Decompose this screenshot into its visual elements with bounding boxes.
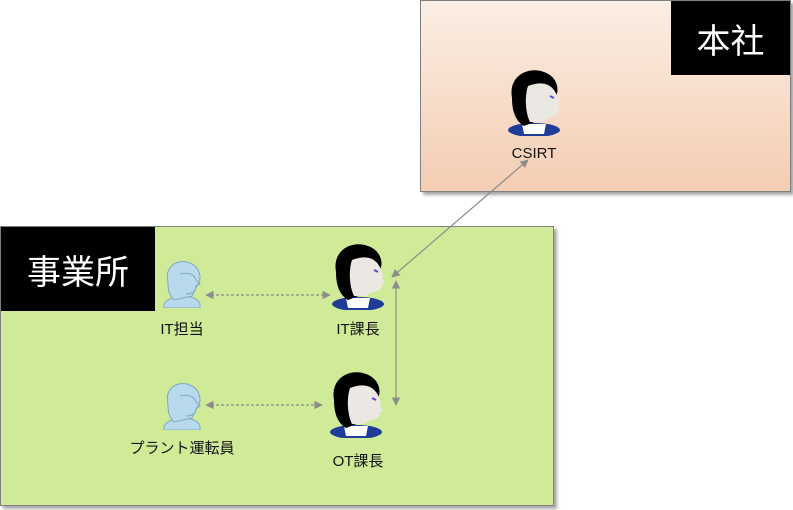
hq-zone-title: 本社: [671, 1, 790, 75]
it-manager-person: [328, 242, 388, 310]
ot-manager-person: [326, 370, 386, 438]
it-staff-label: IT担当: [160, 321, 204, 338]
csirt-person: [504, 68, 564, 136]
it-staff-person: [160, 260, 204, 308]
person-staff-icon: [163, 383, 201, 430]
plant-operator-label: プラント運転員: [129, 440, 235, 457]
person-manager-icon: [508, 70, 562, 136]
person-staff-icon: [163, 261, 201, 308]
plant-operator-person: [160, 382, 204, 430]
person-manager-icon: [330, 372, 384, 438]
person-manager-icon: [332, 244, 386, 310]
ot-manager-label: OT課長: [332, 453, 384, 470]
site-zone-title: 事業所: [1, 227, 155, 311]
csirt-label: CSIRT: [511, 145, 557, 162]
connector-csirt-it-manager: [391, 159, 529, 278]
it-manager-label: IT課長: [336, 321, 380, 338]
